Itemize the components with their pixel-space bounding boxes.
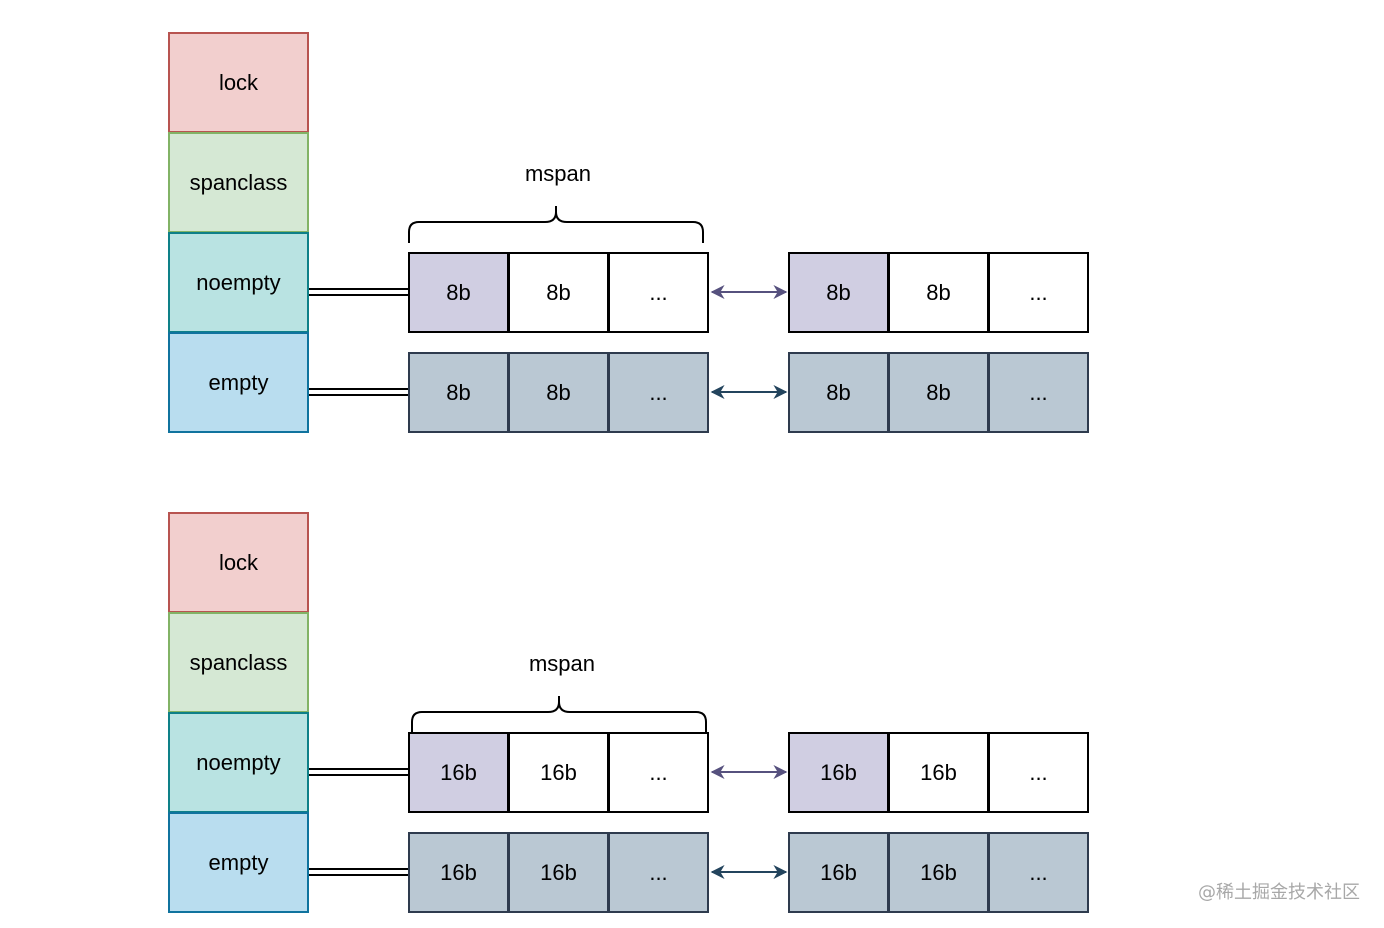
mspan-label: mspan [528, 651, 596, 676]
field-noempty: noempty [168, 712, 309, 813]
field-empty: empty [168, 812, 309, 913]
cell-size: 16b [820, 759, 857, 785]
field-empty-label: empty [208, 849, 269, 875]
cell-size: 8b [546, 379, 571, 405]
cell-ellipsis: ... [1029, 379, 1048, 405]
field-lock-label: lock [218, 549, 259, 575]
field-spanclass-label: spanclass [189, 169, 288, 195]
cell-size: 16b [920, 759, 957, 785]
span-cell: 8b [788, 252, 889, 333]
span-cell: ... [608, 352, 709, 433]
field-spanclass: spanclass [168, 612, 309, 713]
span-cell: 16b [788, 732, 889, 813]
span-cell: 8b [788, 352, 889, 433]
cell-size: 16b [820, 859, 857, 885]
span-cell: 16b [508, 832, 609, 913]
empty-link [309, 868, 409, 876]
span-cell: ... [988, 352, 1089, 433]
span-cell: 16b [408, 832, 509, 913]
span-cell: ... [988, 832, 1089, 913]
cell-size: 16b [920, 859, 957, 885]
field-lock: lock [168, 512, 309, 613]
empty-link [309, 388, 409, 396]
field-noempty-label: noempty [196, 749, 281, 775]
cell-ellipsis: ... [1029, 279, 1048, 305]
field-empty: empty [168, 332, 309, 433]
cell-size: 16b [440, 859, 477, 885]
field-spanclass: spanclass [168, 132, 309, 233]
cell-size: 8b [826, 379, 851, 405]
span-cell: ... [988, 732, 1089, 813]
noempty-link [309, 768, 409, 776]
cell-ellipsis: ... [649, 759, 668, 785]
span-cell: ... [608, 832, 709, 913]
noempty-link [309, 288, 409, 296]
span-cell: 16b [788, 832, 889, 913]
span-cell: 16b [508, 732, 609, 813]
mspan-brace [408, 206, 704, 243]
cell-size: 8b [546, 279, 571, 305]
span-cell: 16b [408, 732, 509, 813]
field-spanclass-label: spanclass [189, 649, 288, 675]
cell-ellipsis: ... [649, 279, 668, 305]
span-cell: 16b [888, 732, 989, 813]
span-cell: 8b [888, 352, 989, 433]
cell-size: 8b [446, 379, 471, 405]
watermark: @稀土掘金技术社区 [1198, 882, 1360, 903]
cell-ellipsis: ... [649, 379, 668, 405]
cell-size: 16b [540, 759, 577, 785]
span-cell: 8b [408, 352, 509, 433]
span-cell: 16b [888, 832, 989, 913]
span-cell: 8b [408, 252, 509, 333]
span-cell: 8b [508, 352, 609, 433]
mspan-label: mspan [524, 161, 592, 186]
span-cell: ... [608, 732, 709, 813]
span-cell: 8b [888, 252, 989, 333]
cell-ellipsis: ... [1029, 859, 1048, 885]
cell-size: 8b [926, 279, 951, 305]
cell-size: 8b [926, 379, 951, 405]
field-noempty-label: noempty [196, 269, 281, 295]
cell-size: 8b [826, 279, 851, 305]
span-cell: ... [988, 252, 1089, 333]
mspan-brace [411, 696, 707, 733]
span-cell: 8b [508, 252, 609, 333]
field-empty-label: empty [208, 369, 269, 395]
field-lock-label: lock [218, 69, 259, 95]
cell-size: 16b [440, 759, 477, 785]
cell-size: 16b [540, 859, 577, 885]
field-noempty: noempty [168, 232, 309, 333]
cell-ellipsis: ... [1029, 759, 1048, 785]
span-cell: ... [608, 252, 709, 333]
cell-ellipsis: ... [649, 859, 668, 885]
cell-size: 8b [446, 279, 471, 305]
field-lock: lock [168, 32, 309, 133]
